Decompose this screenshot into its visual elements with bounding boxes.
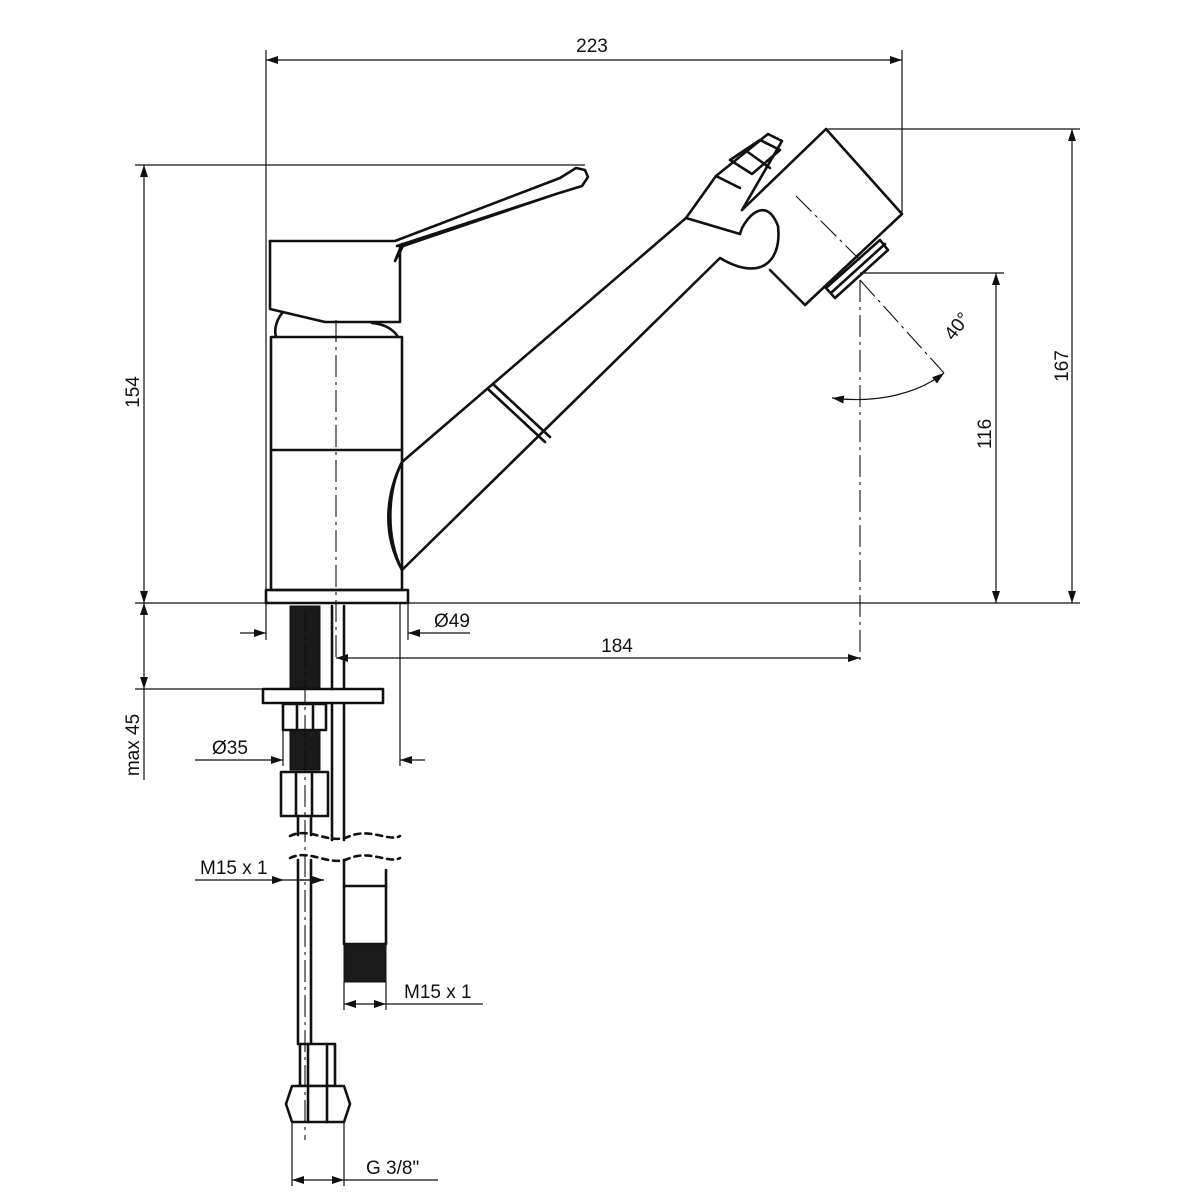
label-mount-diameter: Ø35 [212, 738, 248, 759]
connection-nut [284, 1084, 352, 1124]
spray-head [740, 127, 904, 307]
center-lines [304, 195, 945, 1140]
label-hose-thread-right: M15 x 1 [404, 982, 472, 1003]
mounting-plate [261, 687, 385, 705]
hose-thread-right [343, 943, 387, 983]
label-spout-height: 116 [975, 419, 996, 449]
label-max-counter-thickness: max 45 [123, 714, 144, 776]
faucet-body [264, 127, 904, 605]
label-body-height: 154 [123, 376, 144, 408]
label-base-diameter: Ø49 [434, 611, 470, 632]
lever-handle [268, 166, 590, 263]
label-reach: 184 [601, 636, 633, 657]
mounting-hardware [261, 604, 402, 1124]
pull-out-spout [387, 208, 780, 572]
dimension-lines [135, 50, 1080, 1186]
label-overall-width: 223 [576, 36, 608, 57]
dimension-labels: 223 167 154 116 40° Ø49 184 max 45 Ø35 M… [123, 36, 1073, 1179]
hose-fitting-right [342, 884, 388, 946]
label-overall-height: 167 [1052, 350, 1073, 382]
cartridge-housing [268, 239, 402, 324]
aerator [824, 238, 890, 300]
label-hose-thread-left: M15 x 1 [200, 858, 268, 879]
base-ring [264, 588, 410, 605]
label-spray-angle: 40° [941, 309, 975, 345]
label-connection-thread: G 3/8" [366, 1158, 419, 1179]
